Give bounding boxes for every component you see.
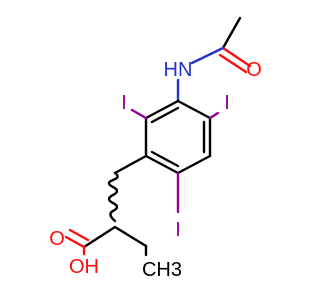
bond-ring-3 (176, 154, 212, 175)
hydroxyl-label: OH (69, 256, 99, 278)
bond-acetyl-methyl (221, 16, 242, 50)
bond-amide-cn (190, 46, 225, 65)
bond-ethyl-ch2 (113, 225, 148, 248)
bond-amide-carbonyl-1 (221, 46, 252, 68)
bond-alpha-carboxyl (82, 225, 117, 249)
bond-carboxyl-double-2 (68, 228, 90, 242)
iodine-right-label: I (224, 92, 230, 114)
nh-label: HN (164, 59, 193, 81)
carbonyl-o-label: O (49, 228, 65, 250)
bond-i-top (130, 108, 148, 120)
molecule-structure: HN O I I I O OH CH3 (49, 16, 262, 281)
bond-carboxyl-double-1 (64, 235, 86, 249)
bond-ch2-ring (113, 154, 148, 175)
methyl-label: CH3 (142, 259, 182, 281)
amide-o-label: O (246, 59, 262, 81)
bond-ring-6 (144, 99, 180, 120)
bond-ring-4-inner (150, 150, 180, 168)
bond-amide-carbonyl-2 (218, 53, 248, 74)
bond-i-right (208, 111, 220, 120)
bond-ring-6-inner (150, 106, 180, 124)
bond-ring-1 (176, 99, 212, 120)
bond-wavy-stereo (107, 171, 119, 223)
iodine-bottom-label: I (175, 219, 181, 241)
bond-ring-4 (144, 154, 180, 175)
iodine-top-label: I (121, 92, 127, 114)
